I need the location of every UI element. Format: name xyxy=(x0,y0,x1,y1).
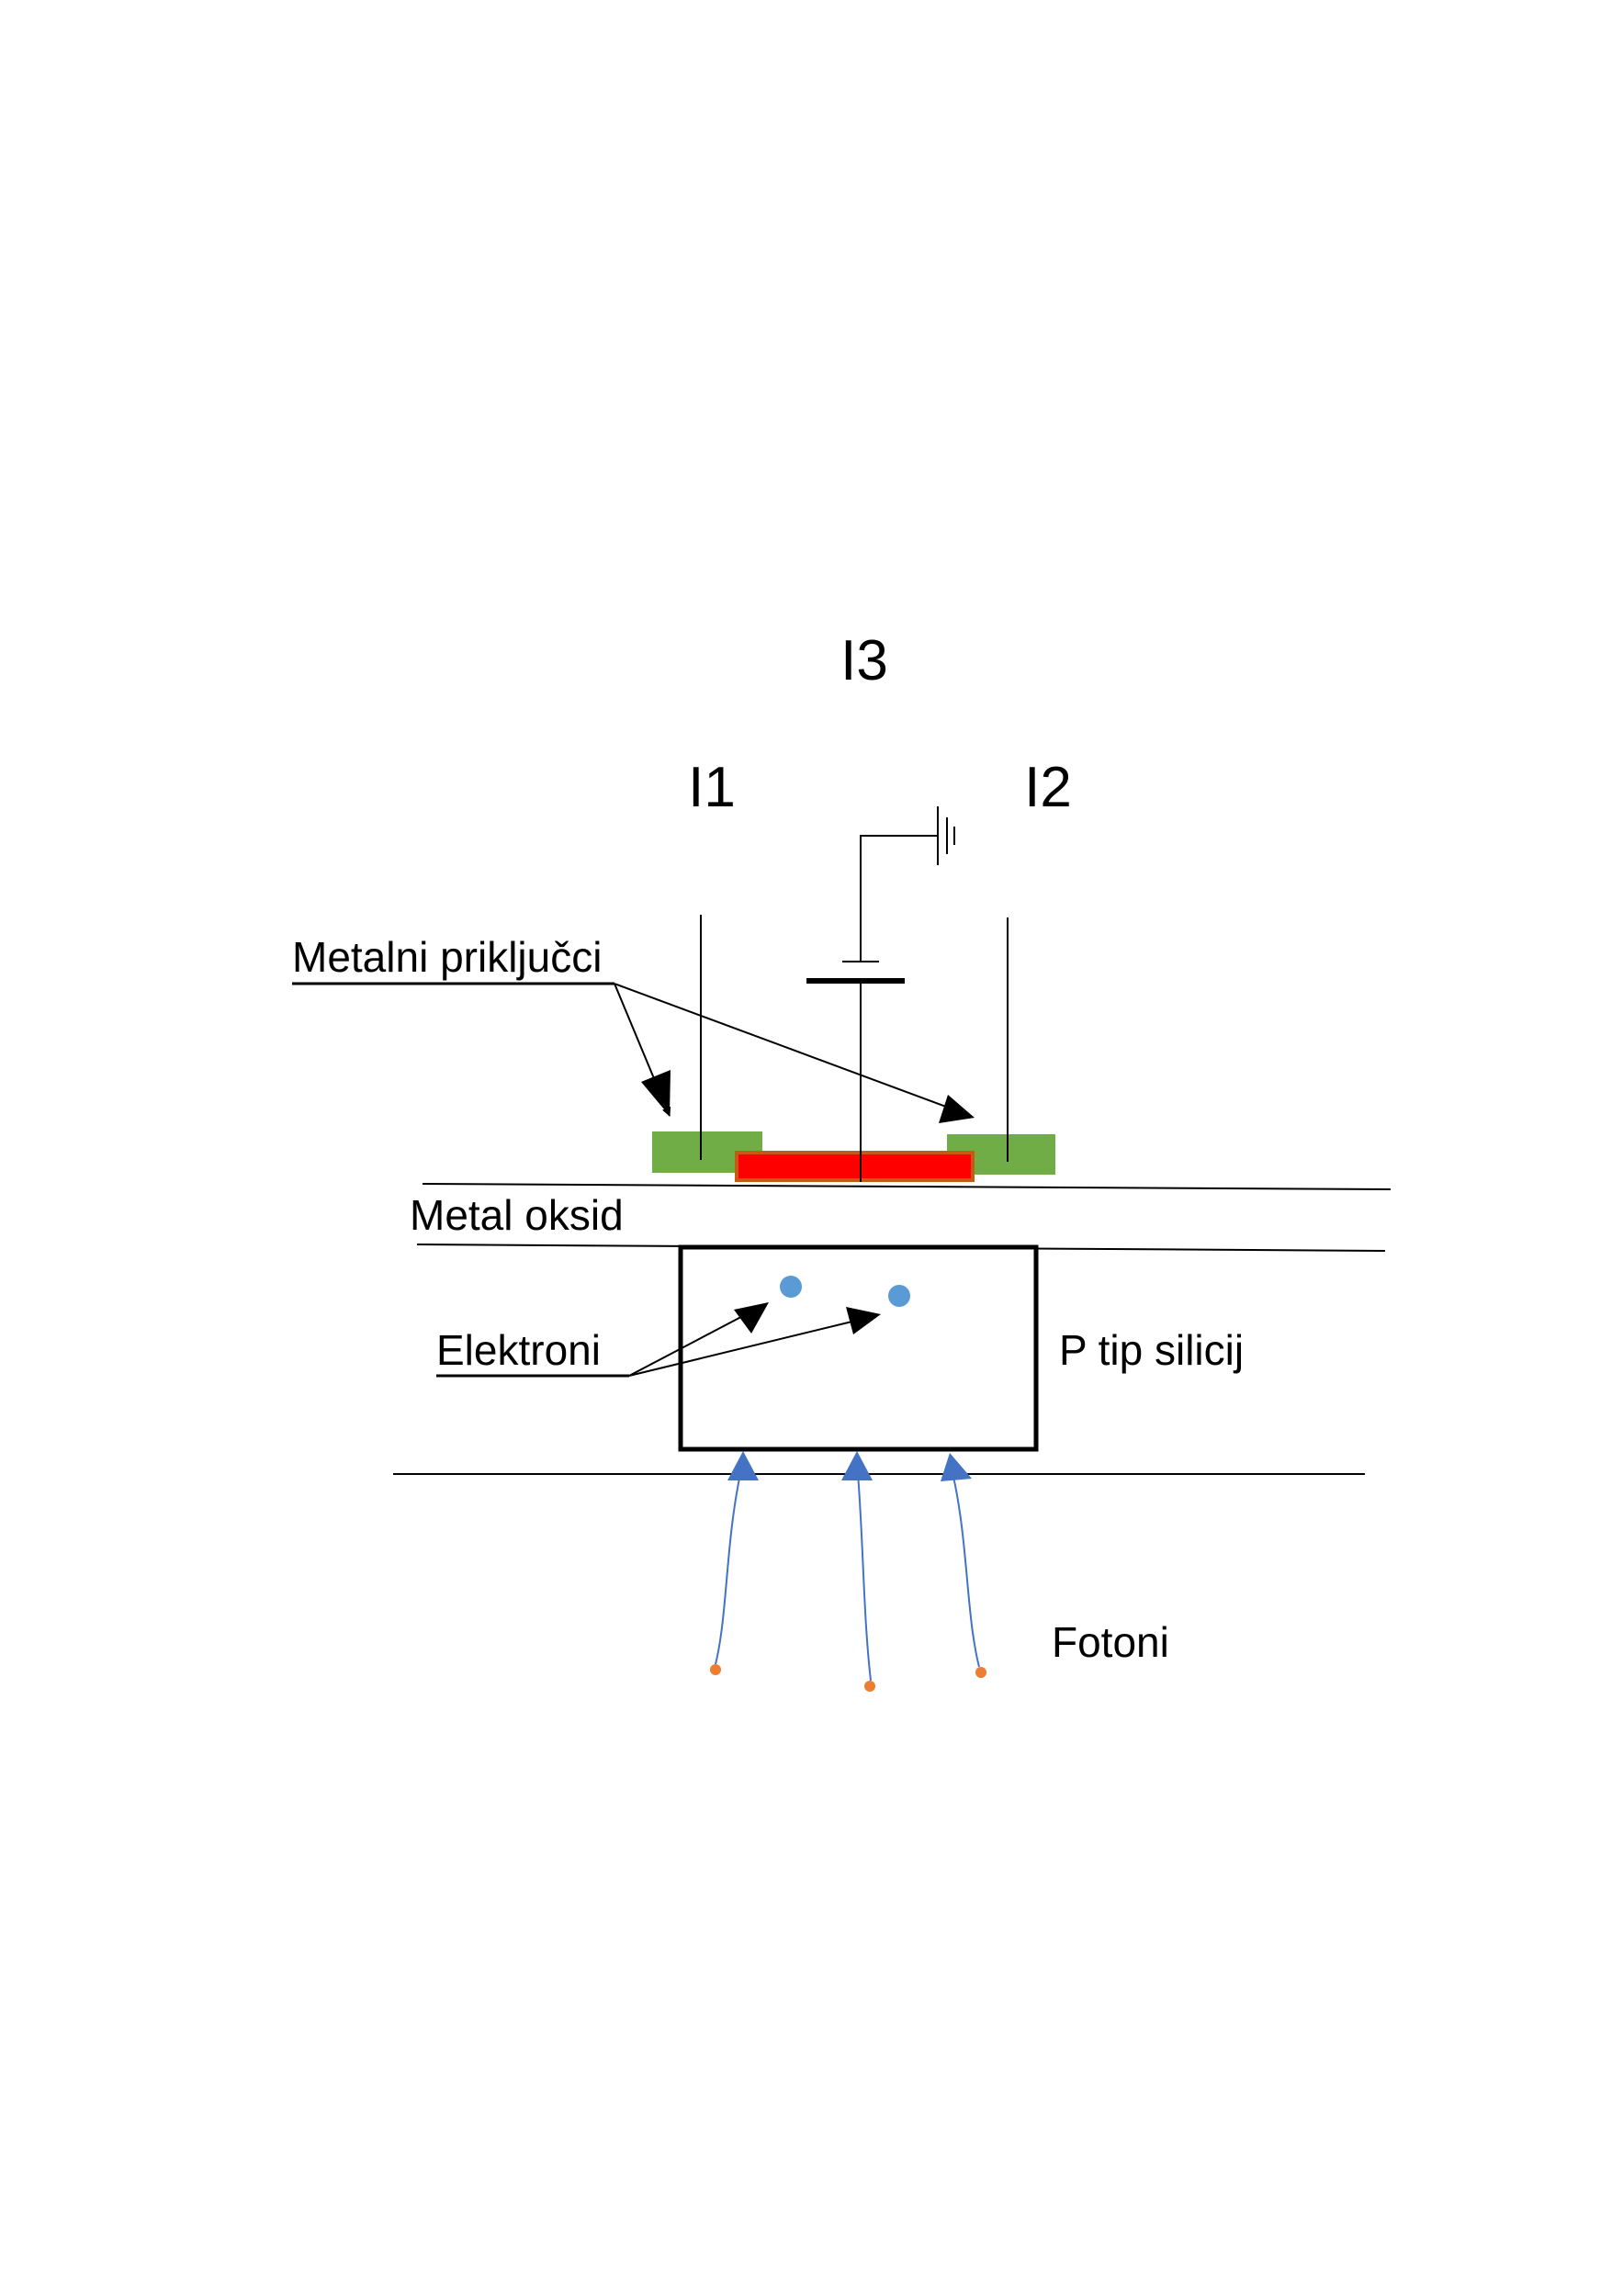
label-i2: I2 xyxy=(1024,756,1072,819)
photon-path xyxy=(857,1473,872,1682)
arrowhead xyxy=(846,1307,881,1334)
photon-arrowhead xyxy=(941,1453,972,1481)
photon-path xyxy=(952,1476,980,1668)
arrow-to-right-contact xyxy=(614,983,972,1117)
photon-arrows xyxy=(715,1473,980,1682)
arrowhead xyxy=(641,1070,671,1116)
gate-electrode xyxy=(735,1151,975,1182)
label-metal-oxide: Metal oksid xyxy=(410,1191,624,1239)
photon-dot xyxy=(975,1667,986,1678)
label-p-type-silicon: P tip silicij xyxy=(1059,1326,1244,1374)
label-i1: I1 xyxy=(688,756,736,819)
arrow-to-electron-2 xyxy=(628,1318,864,1377)
electron-dot xyxy=(888,1285,910,1307)
ground-icon xyxy=(860,806,955,962)
photon-dot xyxy=(710,1664,721,1675)
battery-icon xyxy=(806,961,905,1182)
label-metal-contacts: Metalni priključci xyxy=(292,933,602,981)
arrowhead xyxy=(734,1302,769,1334)
arrow-to-electron-1 xyxy=(628,1310,754,1377)
arrowhead xyxy=(939,1095,975,1123)
photon-arrowhead xyxy=(841,1451,873,1480)
label-photons: Fotoni xyxy=(1052,1618,1169,1666)
label-electrons: Elektroni xyxy=(436,1326,601,1374)
photon-path xyxy=(715,1473,741,1665)
label-i3: I3 xyxy=(840,629,888,692)
p-type-silicon-region xyxy=(678,1244,1039,1452)
photon-arrowhead xyxy=(727,1451,759,1480)
electron-dot xyxy=(780,1276,802,1298)
photon-dot xyxy=(864,1681,875,1692)
oxide-top-line xyxy=(422,1183,1392,1190)
